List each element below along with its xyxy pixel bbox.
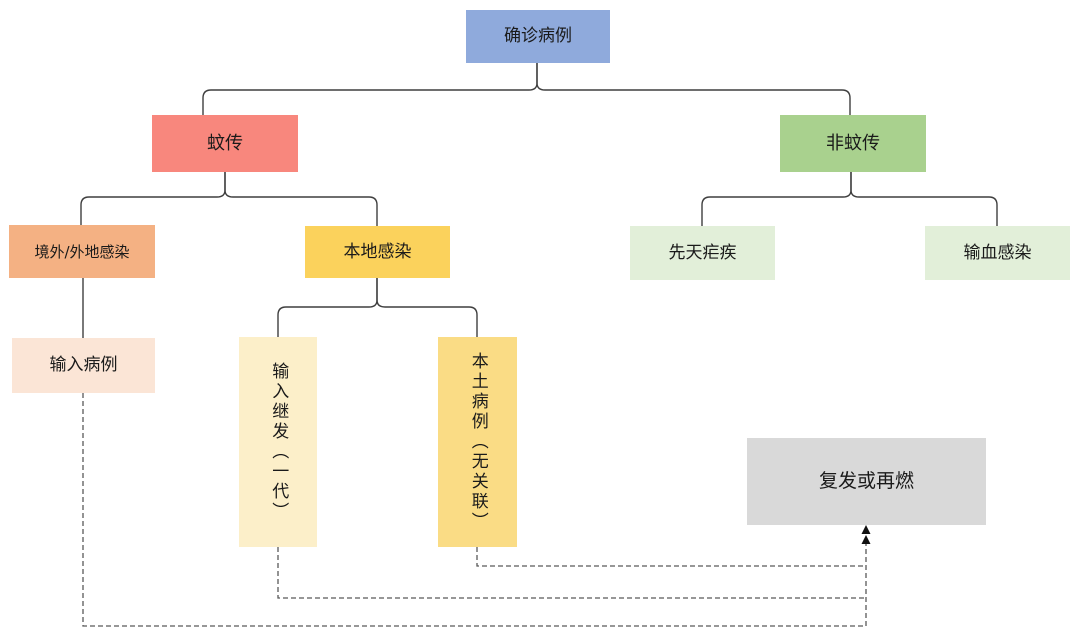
node-local-infection: 本地感染 <box>305 226 450 278</box>
node-non-mosquito-borne: 非蚊传 <box>780 115 926 172</box>
edge-local-indigenous <box>376 278 478 337</box>
node-imported-case: 输入病例 <box>12 338 155 393</box>
edge-root-nonmosquito <box>536 63 851 115</box>
edge-nonmosquito-transfusion <box>850 172 998 226</box>
edge-root-mosquito <box>202 63 538 115</box>
node-mosquito-borne: 蚊传 <box>152 115 298 172</box>
edge-importedsec-relapse <box>277 547 866 599</box>
edge-mosquito-local <box>224 172 378 226</box>
node-relapse-recrudescence: 复发或再燃 <box>747 438 986 525</box>
edge-imported-relapse <box>82 393 866 627</box>
edge-nonmosquito-congenital <box>701 172 852 226</box>
node-confirmed-case: 确诊病例 <box>466 10 610 63</box>
node-congenital-malaria: 先天疟疾 <box>630 226 775 280</box>
edge-local-importedsec <box>277 278 378 337</box>
node-imported-secondary: 输入继发（一代） <box>239 337 317 547</box>
arrowhead-icon <box>861 535 871 544</box>
node-indigenous-case: 本土病例（无关联） <box>438 337 517 547</box>
node-transfusion-infection: 输血感染 <box>925 226 1070 280</box>
arrowhead-icon <box>861 525 871 534</box>
edge-indigenous-relapse <box>476 547 866 567</box>
edge-mosquito-overseas <box>80 172 226 225</box>
solid-connectors <box>80 63 998 338</box>
dashed-connectors <box>82 393 871 627</box>
node-overseas-infection: 境外/外地感染 <box>9 225 155 278</box>
